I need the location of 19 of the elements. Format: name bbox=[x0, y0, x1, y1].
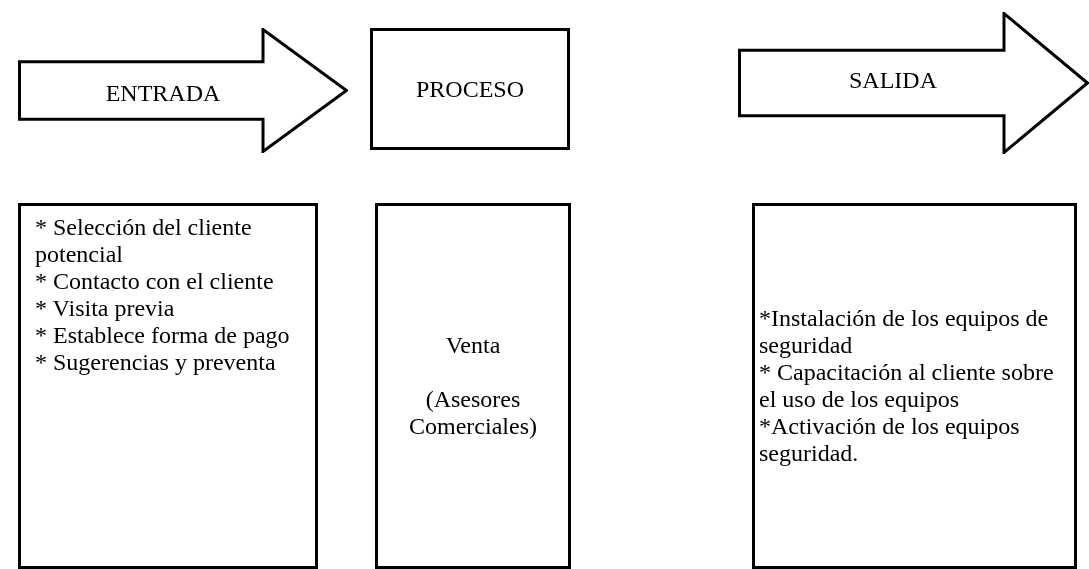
text-box bbox=[370, 28, 570, 150]
box-text: SALIDA bbox=[848, 67, 938, 94]
box-text: *Activación de los equipos seguridad. bbox=[759, 413, 1021, 467]
text-box bbox=[752, 203, 1077, 569]
text-box bbox=[18, 203, 318, 569]
box-text: ENTRADA bbox=[104, 80, 222, 107]
box-text: Venta bbox=[445, 332, 501, 359]
box-text: * Sugerencias y preventa bbox=[35, 349, 277, 376]
box-text: * Establece forma de pago bbox=[35, 322, 291, 349]
box-text: * Contacto con el cliente bbox=[35, 268, 275, 295]
box-text: (Asesores Comerciales) bbox=[408, 386, 538, 440]
box-text: *Instalación de los equipos de seguridad bbox=[759, 305, 1050, 359]
block-arrow bbox=[738, 12, 1089, 154]
box-text: * Visita previa bbox=[35, 295, 176, 322]
text-box bbox=[375, 203, 571, 569]
box-text: PROCESO bbox=[415, 75, 524, 103]
block-arrow bbox=[18, 28, 348, 153]
box-text: * Selección del cliente potencial bbox=[35, 214, 253, 268]
box-text: * Capacitación al cliente sobre el uso de los equipos bbox=[759, 359, 1055, 413]
